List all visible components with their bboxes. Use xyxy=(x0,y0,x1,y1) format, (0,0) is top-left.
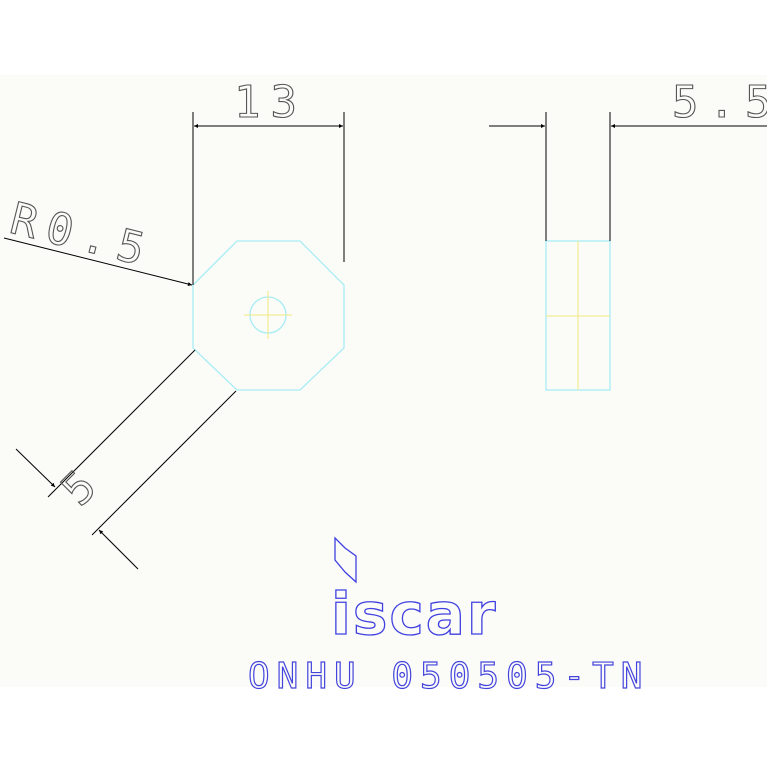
insert-top-view xyxy=(192,240,345,391)
radius-leader xyxy=(3,237,193,286)
thickness-dimension: 5.5 xyxy=(489,76,767,241)
logo-accent-icon xyxy=(334,536,357,584)
width-dimension: 13 xyxy=(192,76,345,285)
drawing-sheet xyxy=(0,75,767,687)
insert-side-view xyxy=(545,240,611,391)
width-label: 13 xyxy=(234,77,307,128)
part-designation: ONHU 050505-TN xyxy=(248,656,649,697)
octagon-outline xyxy=(192,240,345,391)
extension-line-lower xyxy=(91,390,237,536)
thickness-label: 5.5 xyxy=(672,77,767,128)
edge-label: 5 xyxy=(52,454,114,516)
arrow-lower xyxy=(98,529,139,570)
arrow-upper xyxy=(15,448,56,488)
extension-line-upper xyxy=(47,349,196,498)
radius-label: R0.5 xyxy=(5,193,159,278)
brand-logo: iscar xyxy=(330,536,498,649)
edge-dimension: 5 xyxy=(15,349,237,570)
radius-dimension: R0.5 xyxy=(3,193,193,286)
brand-wordmark: iscar xyxy=(331,580,498,648)
